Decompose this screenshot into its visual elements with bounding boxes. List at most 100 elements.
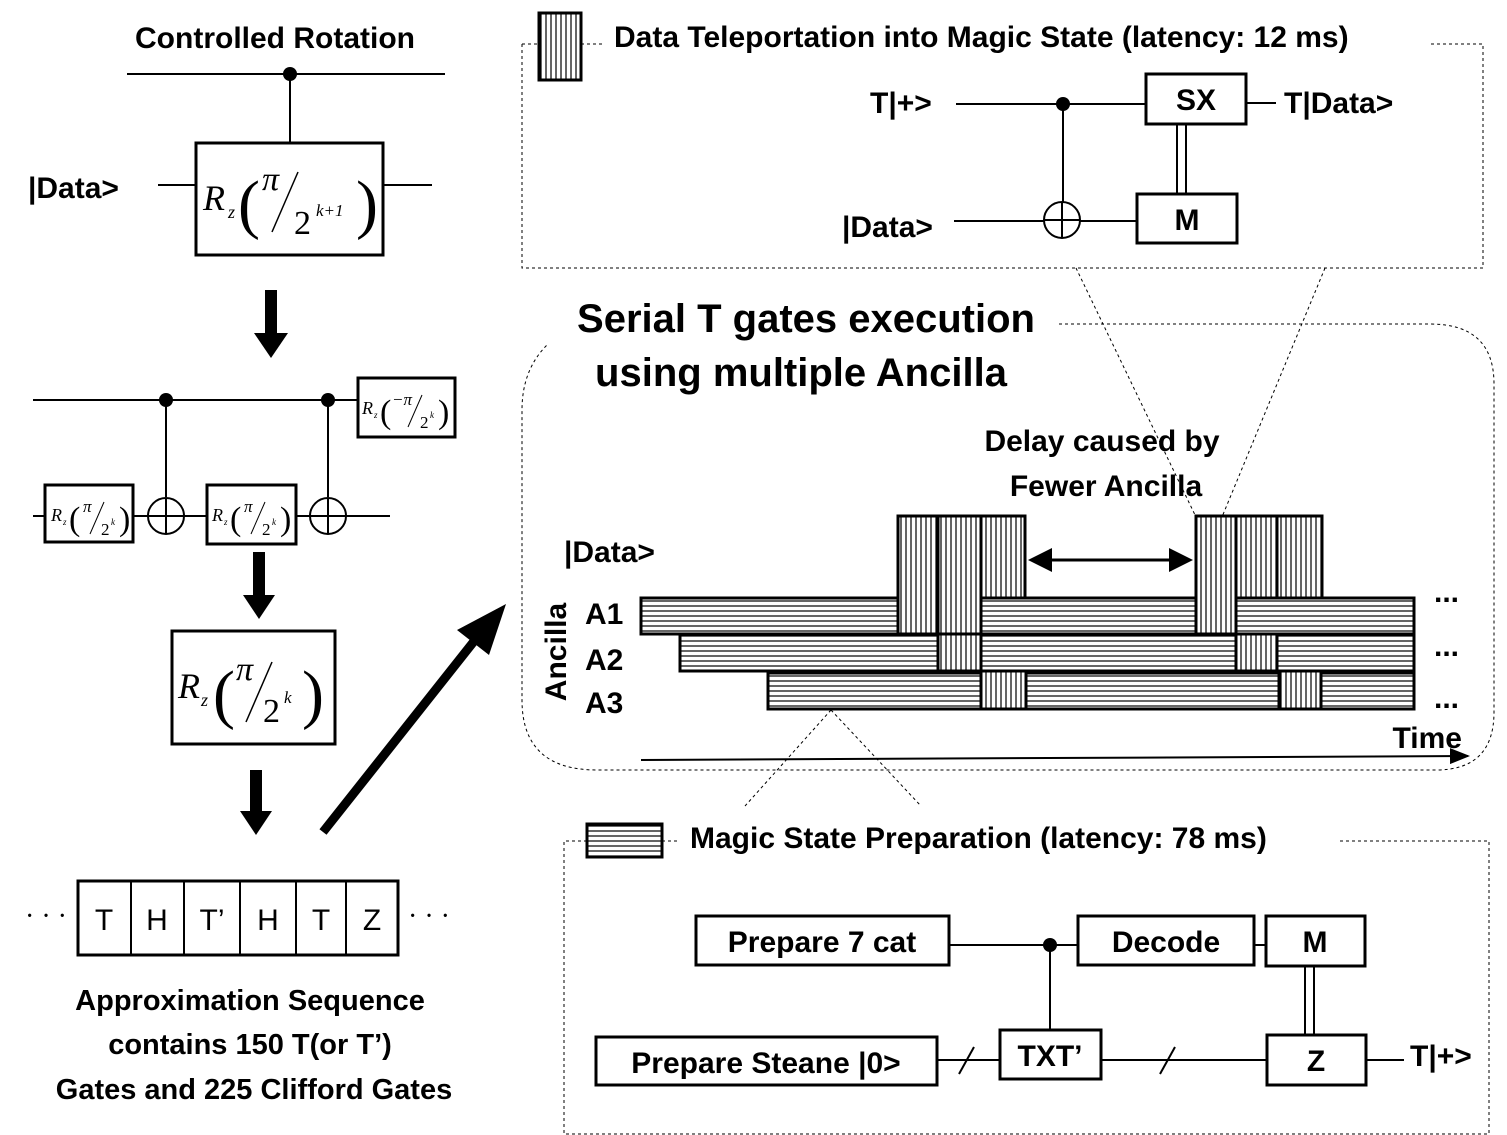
rz-exponent: k (430, 410, 435, 420)
teleport-measure-label: M (1175, 204, 1200, 237)
teleport-output-label: T|Data> (1284, 87, 1393, 120)
rz-denominator: 2 (263, 693, 280, 730)
continuation-ellipsis-a3: ... (1434, 682, 1459, 715)
prep-bar-a3 (766, 671, 983, 711)
timeline-data-label: |Data> (564, 536, 655, 569)
rz-fraction-slash (245, 661, 273, 723)
sequence-gate: H (257, 904, 279, 937)
rz-symbol: R (202, 178, 225, 218)
teleport-block (979, 669, 1028, 711)
prep-bar-a1 (1234, 596, 1416, 636)
rz-denominator: 2 (294, 205, 311, 242)
sequence-gate: T’ (200, 904, 225, 937)
teleport-block (979, 514, 1027, 600)
teleportation-panel: Data Teleportation into Magic State (lat… (521, 11, 1484, 269)
decode-label: Decode (1112, 926, 1220, 959)
rz-symbol: R (361, 398, 373, 418)
controlled-rotation-title: Controlled Rotation (135, 22, 415, 55)
caption-line: Gates and 225 Clifford Gates (56, 1074, 452, 1106)
serial-title-line2: using multiple Ancilla (595, 351, 1008, 395)
teleport-sx-label: SX (1176, 84, 1216, 117)
serial-execution-panel: Serial T gates execution using multiple … (521, 297, 1495, 771)
down-arrow-3 (240, 770, 272, 835)
prep-dashed-frame (563, 840, 1490, 1135)
rz-exponent: k (272, 517, 277, 527)
rz-exponent: k (284, 688, 292, 707)
rz-subscript: z (62, 517, 67, 527)
continuation-ellipsis-a1: ... (1434, 576, 1459, 609)
rz-denominator: 2 (101, 520, 110, 539)
rz-gate-small-mid: R z ( π 2 k ) (205, 483, 298, 546)
zoom-line (1075, 267, 1197, 518)
time-axis-arrow (640, 748, 1470, 765)
approximation-sequence: · · · · · · T H T’ H T Z (25, 879, 450, 957)
caption-line: contains 150 T(or T’) (108, 1029, 392, 1061)
rz-paren-left: ( (213, 658, 235, 731)
rz-paren-right: ) (302, 658, 324, 731)
prep-bar-a2 (979, 632, 1238, 673)
rz-paren-right: ) (119, 501, 130, 538)
caption-line: Approximation Sequence (75, 985, 425, 1017)
down-arrow-2 (243, 552, 275, 619)
rz-denominator: 2 (420, 413, 429, 432)
sequence-ellipsis-right: · · · (408, 901, 450, 932)
rz-numerator: π (236, 651, 254, 688)
rz-numerator: π (262, 161, 280, 198)
approximation-caption: Approximation Sequence contains 150 T(or… (56, 985, 452, 1106)
prep-measure-box (1264, 914, 1367, 968)
rz-fraction-slash (250, 501, 266, 535)
bundle-slash (1159, 1046, 1176, 1075)
z-gate-label: Z (1307, 1045, 1325, 1078)
rz-paren-left: ( (230, 501, 241, 538)
teleport-legend-swatch (537, 11, 583, 82)
sequence-ellipsis-left: · · · (25, 901, 67, 932)
delay-label-line2: Fewer Ancilla (1010, 470, 1203, 503)
rz-exponent: k (111, 517, 116, 527)
sequence-box (76, 879, 400, 957)
teleport-block (896, 514, 940, 636)
teleport-dashed-frame (521, 43, 1484, 269)
ancilla-row-label-a1: A1 (585, 598, 623, 631)
prep-bar-a1 (639, 596, 900, 636)
time-axis-label: Time (1393, 722, 1462, 755)
zoom-line (1221, 267, 1326, 518)
teleport-block (1194, 514, 1238, 636)
rz-paren-left: ( (69, 501, 80, 538)
magic-state-prep-panel: Magic State Preparation (latency: 78 ms)… (563, 822, 1490, 1135)
teleport-block (1277, 669, 1323, 711)
rz-paren-left: ( (380, 394, 391, 431)
rz-numerator: π (244, 497, 253, 516)
rz-subscript: z (223, 517, 228, 527)
teleport-block (936, 514, 983, 636)
prepare-steane-label: Prepare Steane |0> (631, 1047, 900, 1080)
rz-gate-controlled: R z ( π 2 k+1 ) (194, 141, 385, 257)
teleport-block (1234, 632, 1279, 673)
teleport-input-bottom: |Data> (842, 211, 933, 244)
prepare-cat-label: Prepare 7 cat (728, 926, 916, 959)
rz-gate-small-right: R z ( −π 2 k ) (356, 376, 457, 439)
prep-measure-label: M (1303, 926, 1328, 959)
prep-bar-a3 (1319, 671, 1416, 711)
delay-label-line1: Delay caused by (984, 425, 1219, 458)
rz-numerator: −π (392, 390, 412, 409)
rz-exponent: k+1 (316, 201, 344, 220)
cnot-target-1 (147, 497, 185, 535)
rz-subscript: z (227, 202, 235, 222)
cnot-target-2 (309, 497, 347, 535)
bundle-slash (958, 1046, 975, 1075)
down-arrow-1 (254, 290, 288, 358)
big-diagonal-arrow (319, 604, 506, 835)
teleport-sx-gate (1144, 72, 1248, 126)
teleport-legend-label: Data Teleportation into Magic State (lat… (614, 21, 1349, 54)
rz-symbol: R (211, 505, 223, 525)
ancilla-axis-label: Ancilla (540, 603, 573, 702)
teleport-measure-gate (1135, 192, 1239, 245)
decomposed-circuit: R z ( π 2 k ) R z ( π 2 k ) R z ( −π (33, 376, 457, 546)
txt-gate-box (998, 1028, 1103, 1081)
zoom-line (830, 709, 922, 807)
rz-symbol: R (177, 666, 200, 706)
sequence-gate: T (312, 904, 330, 937)
rz-symbol: R (50, 505, 62, 525)
teleport-block (936, 632, 983, 673)
